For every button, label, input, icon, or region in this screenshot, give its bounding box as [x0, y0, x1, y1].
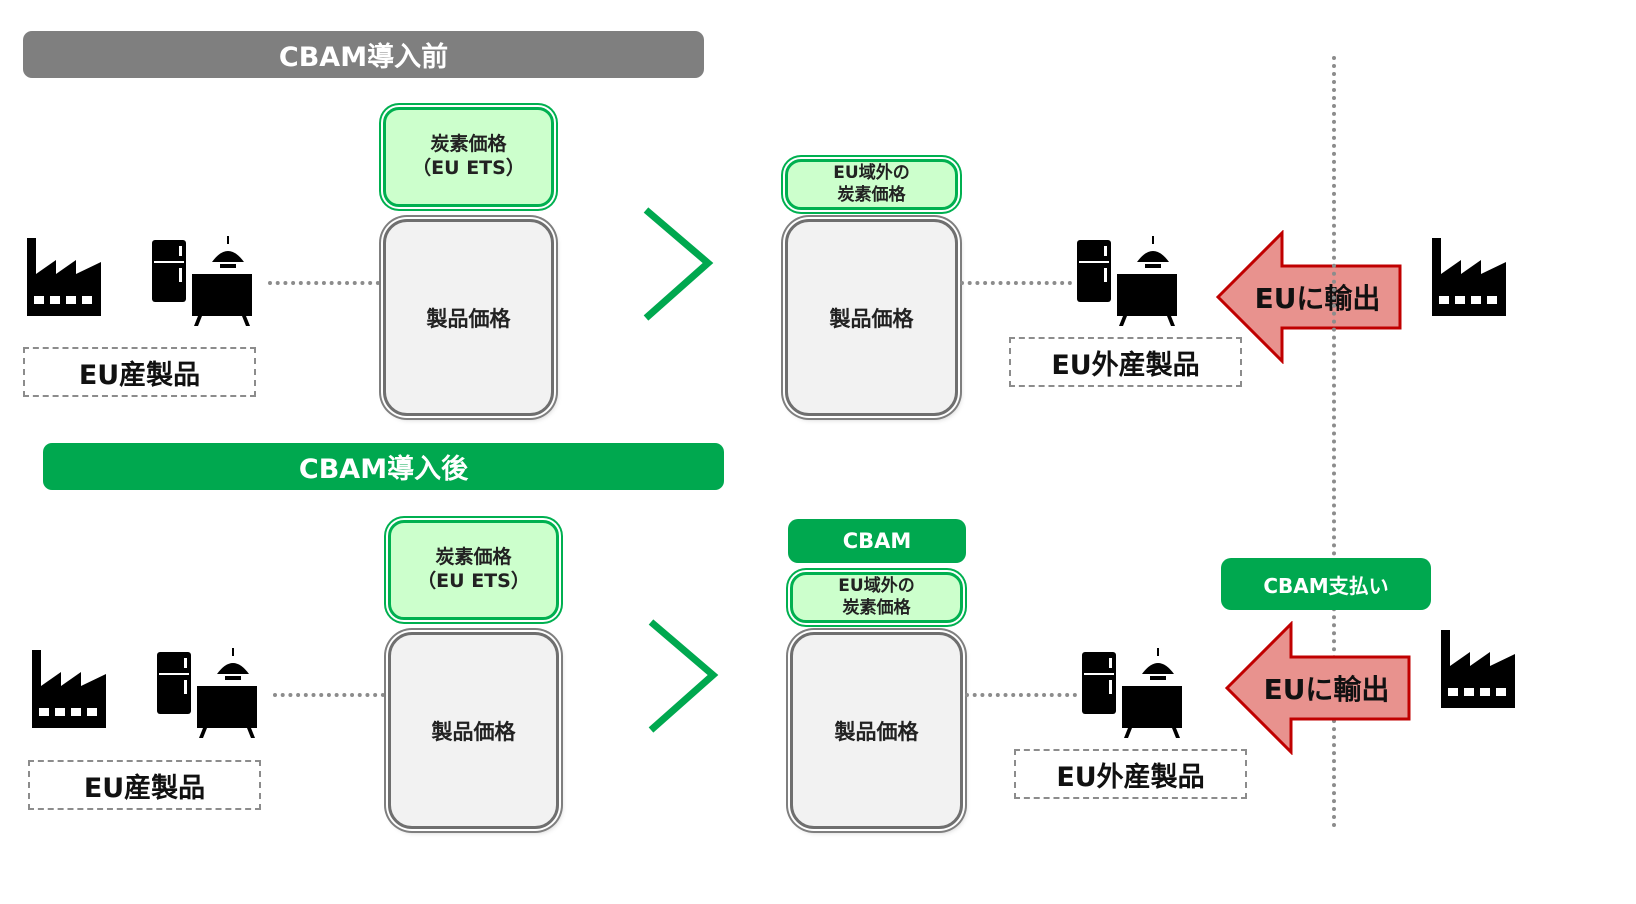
appliances-icon: [1080, 648, 1184, 740]
export-arrow-icon: [1223, 621, 1413, 755]
non-eu-product-label: EU外産製品: [1009, 337, 1242, 387]
export-arrow-label: EUに輸出: [1263, 673, 1390, 706]
factory-icon: [1428, 236, 1510, 316]
appliances-icon: [155, 648, 259, 740]
after-banner: CBAM導入後: [43, 443, 724, 490]
connector-line: [965, 693, 1077, 697]
eu-border-line: [1332, 56, 1336, 828]
factory-icon: [28, 648, 110, 728]
eu-carbon-price-box: 炭素価格 （EU ETS）: [388, 520, 559, 620]
connector-line: [960, 281, 1072, 285]
eu-product-price-box: 製品価格: [383, 219, 554, 416]
eu-carbon-price-box: 炭素価格 （EU ETS）: [383, 107, 554, 207]
appliances-icon: [150, 236, 254, 328]
non-eu-product-price-box: 製品価格: [785, 219, 958, 416]
non-eu-carbon-price-box: EU域外の 炭素価格: [785, 159, 958, 210]
cbam-box: CBAM: [788, 519, 966, 563]
connector-line: [268, 281, 380, 285]
eu-product-label: EU産製品: [28, 760, 261, 810]
connector-line: [273, 693, 385, 697]
cbam-payment-box: CBAM支払い: [1221, 558, 1431, 610]
appliances-icon: [1075, 236, 1179, 328]
before-banner: CBAM導入前: [23, 31, 704, 78]
export-arrow-icon: [1214, 230, 1404, 364]
non-eu-carbon-price-box: EU域外の 炭素価格: [790, 572, 963, 623]
factory-icon: [1437, 628, 1519, 708]
non-eu-product-label: EU外産製品: [1014, 749, 1247, 799]
factory-icon: [23, 236, 105, 316]
eu-product-price-box: 製品価格: [388, 632, 559, 829]
greater-than-icon: [640, 206, 716, 324]
export-arrow-label: EUに輸出: [1254, 282, 1381, 315]
greater-than-icon: [645, 618, 721, 736]
non-eu-product-price-box: 製品価格: [790, 632, 963, 829]
eu-product-label: EU産製品: [23, 347, 256, 397]
